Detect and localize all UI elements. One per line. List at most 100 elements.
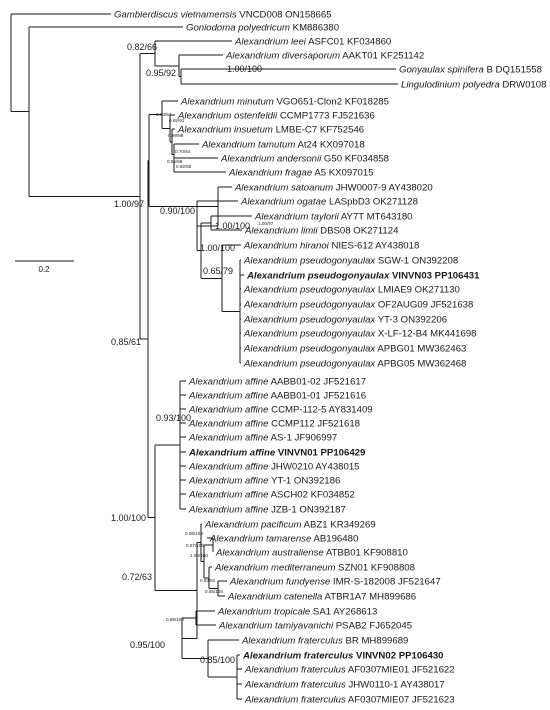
taxon-label: Alexandrium pseudogonyaulax LMIAE9 OK271…	[243, 284, 460, 295]
species-name: Alexandrium affine	[188, 432, 268, 443]
taxon-label: Alexandrium fraterculus AF0307MIE07 JF52…	[244, 694, 455, 705]
taxon-label: Alexandrium ogatae LASpbD3 OK271128	[240, 196, 418, 207]
taxon-label: Gonyaulax spinifera B DQ151558	[399, 64, 542, 75]
species-name: Alexandrium pseudogonyaulax	[246, 270, 390, 281]
support-value: 0.85/61	[111, 337, 141, 347]
taxon-label: Alexandrium leei ASFC01 KF034860	[234, 36, 391, 47]
species-name: Alexandrium mediterraneum	[214, 562, 336, 573]
species-name: Alexandrium satoanum	[234, 182, 333, 193]
taxon-label: Alexandrium fraterculus AF0307MIE01 JF52…	[244, 664, 455, 675]
species-name: Gonyaulax spinifera	[399, 64, 484, 75]
taxon-label: Alexandrium taylorii AY7T MT643180	[254, 211, 413, 222]
taxon-label: Alexandrium affine VINVN01 PP106429	[188, 447, 365, 458]
strain-accession: YT-3 ON392206	[375, 314, 447, 325]
strain-accession: APBG05 MW362468	[375, 358, 466, 369]
support-value: 0.87/100	[186, 543, 204, 548]
species-name: Alexandrium tropicale	[217, 606, 310, 617]
support-value: 0.82/66	[127, 42, 157, 52]
strain-accession: ASCH02 KF034852	[268, 489, 354, 500]
strain-accession: LASpbD3 OK271128	[326, 196, 418, 207]
species-name: Alexandrium andersonii	[220, 153, 322, 164]
taxon-label: Alexandrium insuetum LMBE-C7 KF752546	[177, 124, 364, 135]
strain-accession: ATBB01 KF908810	[324, 547, 408, 558]
species-name: Alexandrium pseudogonyaulax	[243, 343, 376, 354]
taxon-label: Alexandrium mediterraneum SZN01 KF908808	[214, 562, 415, 573]
strain-accession: SZN01 KF908808	[336, 562, 415, 573]
species-name: Alexandrium fraterculus	[241, 635, 343, 646]
strain-accession: KM886380	[290, 22, 339, 33]
species-name: Alexandrium affine	[188, 504, 268, 515]
species-name: Alexandrium pseudogonyaulax	[243, 328, 376, 339]
scale-bar-label: 0.2	[38, 265, 50, 274]
support-value: 0.95/100	[166, 617, 184, 622]
species-name: Alexandrium fragae	[228, 167, 312, 178]
species-name: Alexandrium tamiyavanichi	[218, 620, 334, 631]
strain-accession: YT-1 ON392186	[268, 475, 340, 486]
taxon-label: Alexandrium tamiyavanichi PSAB2 FJ652045	[218, 620, 412, 631]
support-value: 0.90/100	[160, 206, 195, 216]
species-name: Gambierdiscus vietnamensis	[114, 9, 237, 20]
strain-accession: AF0307MIE07 JF521623	[346, 694, 455, 705]
strain-accession: APBG01 MW362463	[375, 343, 466, 354]
support-value: 0.72/63	[122, 572, 152, 582]
taxon-label: Alexandrium tropicale SA1 AY268613	[217, 606, 377, 617]
species-name: Alexandrium pseudogonyaulax	[243, 299, 376, 310]
strain-accession: JHW0210 AY438015	[268, 461, 359, 472]
strain-accession: AABB01-01 JF521616	[268, 390, 366, 401]
strain-accession: AB196480	[311, 533, 358, 544]
taxon-label: Alexandrium limii DBS08 OK271124	[244, 225, 399, 236]
species-name: Alexandrium fraterculus	[244, 679, 346, 690]
taxon-label: Alexandrium catenella ATBR1A7 MH899686	[227, 591, 416, 602]
species-name: Alexandrium affine	[188, 461, 268, 472]
strain-accession: JZB-1 ON392187	[268, 504, 345, 515]
species-name: Lingulodinium polyedra	[401, 79, 500, 90]
support-value: 1.00/100	[190, 553, 208, 558]
strain-accession: PSAB2 FJ652045	[333, 620, 412, 631]
species-name: Alexandrium limii	[244, 225, 318, 236]
taxon-label: Alexandrium pseudogonyaulax YT-3 ON39220…	[243, 314, 447, 325]
species-name: Alexandrium australiense	[215, 547, 324, 558]
taxon-label: Alexandrium minutum VGO651-Clon2 KF01828…	[180, 96, 389, 107]
strain-accession: JHW0110-1 AY438017	[346, 679, 445, 690]
strain-accession: SA1 AY268613	[310, 606, 377, 617]
taxon-label: Alexandrium affine JHW0210 AY438015	[188, 461, 360, 472]
strain-accession: VGO651-Clon2 KF018285	[274, 96, 389, 107]
taxon-label: Alexandrium pseudogonyaulax SGW-1 ON3922…	[243, 255, 458, 266]
support-value: 0.65/100	[205, 589, 223, 594]
strain-accession: SGW-1 ON392208	[375, 255, 458, 266]
strain-accession: AAKT01 KF251142	[340, 50, 424, 61]
taxon-label: Goniodoma polyedricum KM886380	[186, 22, 339, 33]
species-name: Alexandrium taylorii	[254, 211, 340, 222]
strain-accession: AABB01-02 JF521617	[268, 376, 366, 387]
species-name: Alexandrium pseudogonyaulax	[243, 284, 376, 295]
taxon-label: Alexandrium pseudogonyaulax X-LF-12-B4 M…	[243, 328, 477, 339]
taxon-label: Alexandrium andersonii G50 KF034858	[220, 153, 389, 164]
species-name: Alexandrium affine	[188, 489, 268, 500]
strain-accession: DBS08 OK271124	[318, 225, 400, 236]
species-name: Alexandrium insuetum	[177, 124, 273, 135]
support-value: 1.00/97	[114, 199, 144, 209]
strain-accession: A5 KX097015	[312, 167, 373, 178]
taxon-label: Alexandrium affine AS-1 JF906997	[188, 432, 337, 443]
species-name: Goniodoma polyedricum	[186, 22, 290, 33]
taxon-label: Alexandrium fraterculus BR MH899689	[241, 635, 408, 646]
support-value: 0.93/100	[156, 413, 191, 423]
scale-bar: 0.2	[15, 260, 74, 274]
species-name: Alexandrium affine	[188, 418, 268, 429]
species-name: Alexandrium pseudogonyaulax	[243, 314, 376, 325]
strain-accession: AY7T MT643180	[339, 211, 413, 222]
strain-accession: VINVN03 PP106431	[389, 270, 480, 281]
support-value: 1.00/100	[227, 64, 262, 74]
species-name: Alexandrium affine	[188, 447, 276, 458]
taxon-label: Alexandrium affine JZB-1 ON392187	[188, 504, 346, 515]
strain-accession: JHW0007-9 AY438020	[333, 182, 433, 193]
strain-accession: NIES-612 AY438018	[329, 240, 420, 251]
species-name: Alexandrium diversaporum	[225, 50, 340, 61]
support-value: 1.00/97	[258, 221, 274, 226]
support-value: 0.95/100	[130, 640, 165, 650]
strain-accession: ASFC01 KF034860	[306, 36, 391, 47]
strain-accession: CCMP1773 FJ521636	[277, 110, 375, 121]
support-value: 0.99/99	[168, 133, 184, 138]
strain-accession: ABZ1 KR349269	[302, 519, 376, 530]
